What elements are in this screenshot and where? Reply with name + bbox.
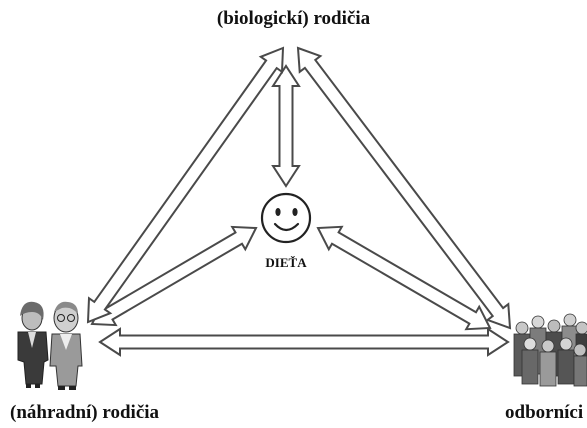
experts-label: odborníci bbox=[505, 402, 584, 423]
smiley-face-icon bbox=[260, 192, 312, 244]
substitute-parents-label: (náhradní) rodičia bbox=[10, 402, 160, 423]
arrow-child-substitute-parents bbox=[90, 225, 258, 327]
experts-group-icon bbox=[513, 313, 587, 387]
arrow-biological-parents-experts bbox=[296, 46, 512, 330]
biological-parents-label: (biologickí) rodičia bbox=[216, 8, 371, 29]
arrow-child-experts bbox=[316, 225, 492, 331]
arrow-layer bbox=[86, 46, 512, 357]
parents-couple-icon bbox=[17, 301, 83, 390]
child-label: DIEŤA bbox=[265, 255, 307, 270]
arrow-child-biological-parents bbox=[271, 64, 301, 188]
arrow-biological-parents-substitute-parents bbox=[86, 46, 285, 324]
arrow-substitute-parents-experts bbox=[98, 327, 510, 357]
